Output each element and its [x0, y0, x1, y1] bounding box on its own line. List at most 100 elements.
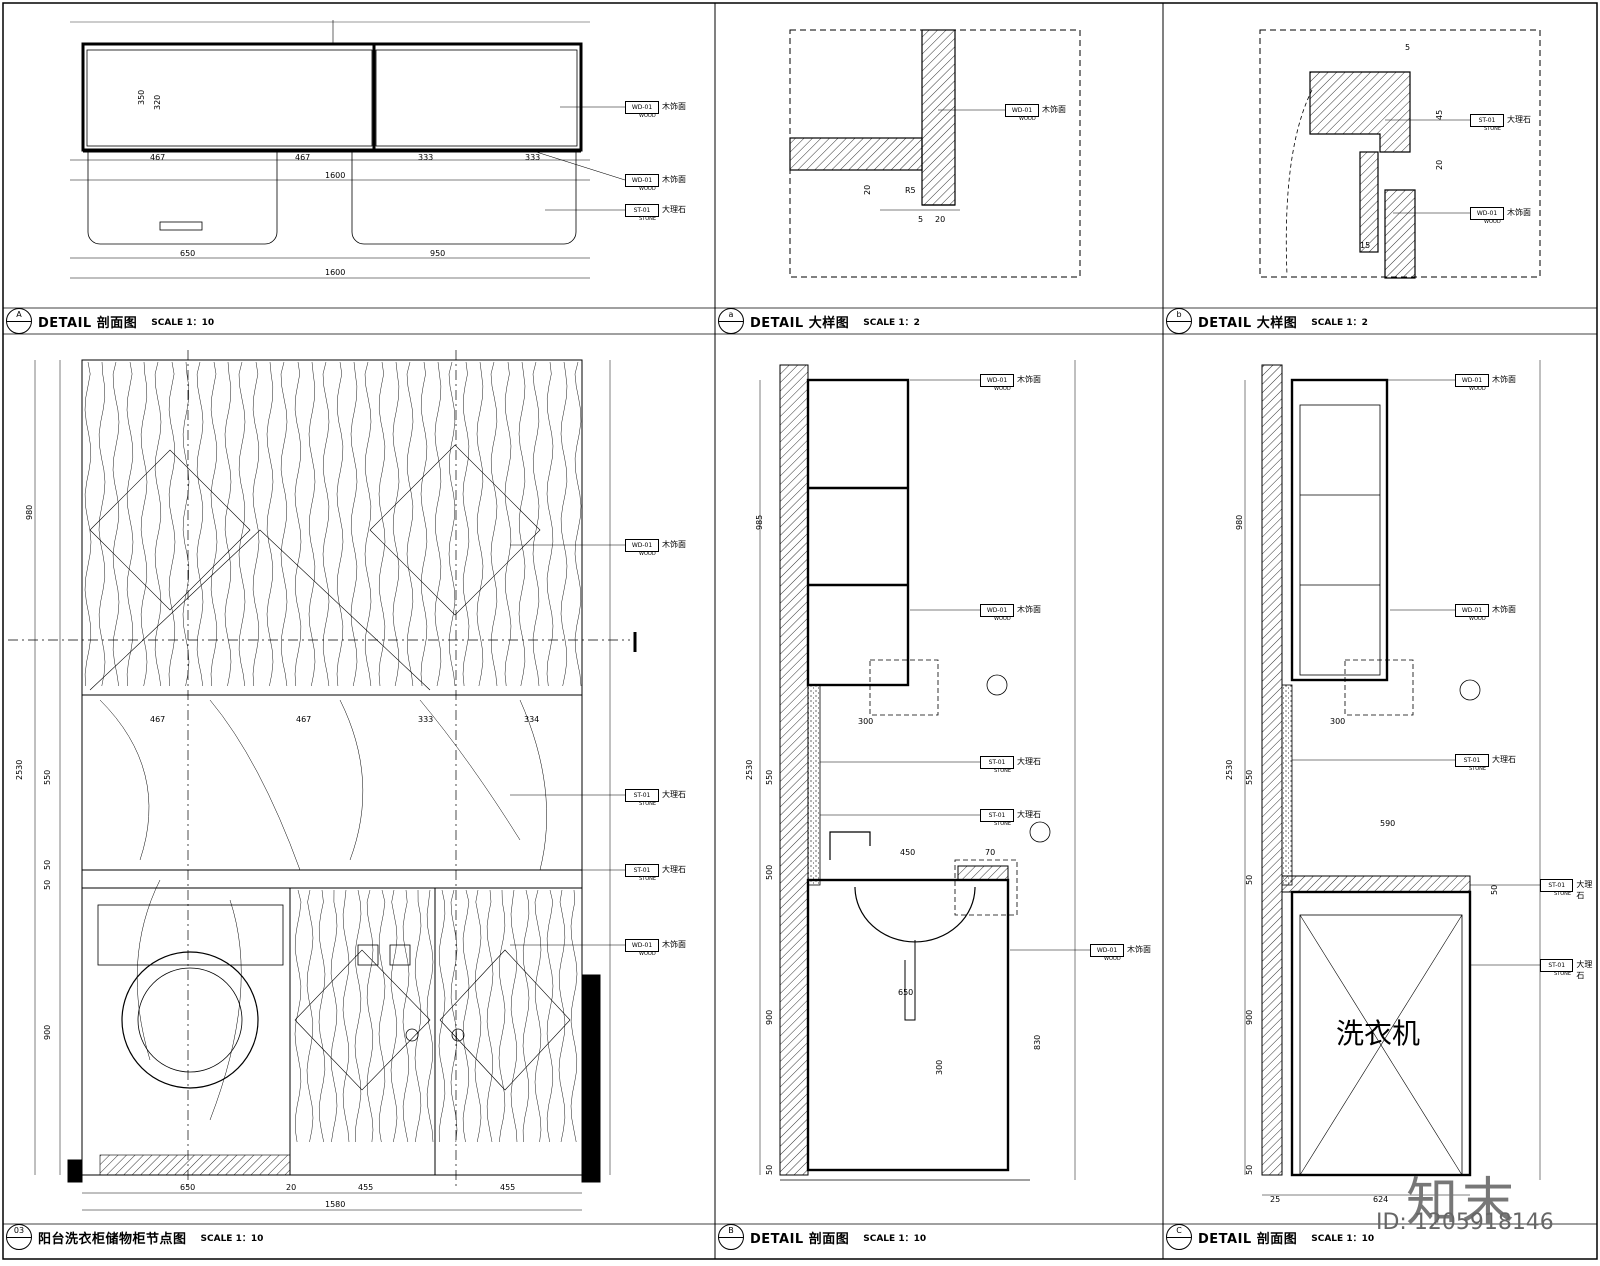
view-title-text: DETAIL 剖面图	[38, 315, 138, 331]
dim: R5	[905, 186, 916, 195]
dim: 450	[900, 848, 915, 857]
material-label: 大理石	[662, 865, 686, 874]
dim: 455	[358, 1183, 373, 1192]
material-label: 木饰面	[1127, 945, 1151, 954]
material-tag: WD-01	[1470, 207, 1504, 220]
view-title-text: DETAIL 剖面图	[750, 1231, 850, 1247]
material-label: 大理石	[1017, 757, 1041, 766]
material-tag: WD-01	[625, 939, 659, 952]
dim: 467	[296, 715, 311, 724]
dim: 1600	[325, 268, 345, 277]
dim: 900	[43, 1025, 52, 1040]
material-label: 木饰面	[662, 540, 686, 549]
dim: 980	[1235, 515, 1244, 530]
material-tag: WD-01	[1455, 374, 1489, 387]
material-sub: STONE	[639, 876, 657, 882]
material-tag: ST-01	[625, 864, 659, 877]
material-label: 木饰面	[1042, 105, 1066, 114]
dim: 980	[25, 505, 34, 520]
dim: 985	[755, 515, 764, 530]
view-marker: a	[718, 308, 744, 334]
material-sub: STONE	[1469, 766, 1487, 772]
view-title-text: 阳台洗衣柜储物柜节点图	[38, 1231, 187, 1247]
view-a3-detail	[1259, 29, 1541, 279]
material-tag: WD-01	[625, 101, 659, 114]
view-a2-detail	[789, 29, 1081, 278]
dim: 5	[1405, 43, 1410, 52]
view-marker: B	[718, 1224, 744, 1250]
dim: 650	[180, 1183, 195, 1192]
dim: 950	[430, 249, 445, 258]
view-b2-section	[759, 360, 1076, 1181]
dim: 50	[1245, 1165, 1254, 1175]
material-tag: WD-01	[1090, 944, 1124, 957]
material-sub: WOOD	[639, 951, 656, 957]
leader-lines	[510, 106, 1540, 966]
material-sub: STONE	[639, 801, 657, 807]
dim: 50	[1490, 885, 1499, 895]
material-tag: ST-01	[625, 204, 659, 217]
material-label: 大理石	[662, 205, 686, 214]
dim: 45	[1435, 110, 1444, 120]
dim: 1600	[325, 171, 345, 180]
dim: 50	[1245, 875, 1254, 885]
material-tag: ST-01	[625, 789, 659, 802]
material-sub: STONE	[639, 216, 657, 222]
material-sub: WOOD	[639, 551, 656, 557]
dim: 550	[43, 770, 52, 785]
view-title-b3: C DETAIL 剖面图 SCALE 1：10	[1166, 1224, 1374, 1250]
material-label: 大理石	[1492, 755, 1516, 764]
material-sub: STONE	[994, 821, 1012, 827]
material-label: 木饰面	[662, 940, 686, 949]
view-title-a2: a DETAIL 大样图 SCALE 1：2	[718, 308, 920, 334]
dim: 590	[1380, 819, 1395, 828]
material-tag: ST-01	[980, 809, 1014, 822]
material-sub: STONE	[1554, 891, 1572, 897]
material-sub: WOOD	[1484, 219, 1501, 225]
material-sub: STONE	[1484, 126, 1502, 132]
material-sub: WOOD	[994, 386, 1011, 392]
material-sub: WOOD	[639, 186, 656, 192]
dim: 20	[935, 215, 945, 224]
material-label: 木饰面	[662, 102, 686, 111]
material-label: 大理石	[1017, 810, 1041, 819]
dim: 467	[150, 153, 165, 162]
material-tag: ST-01	[1540, 959, 1574, 972]
dim: 333	[525, 153, 540, 162]
dim: 5	[918, 215, 923, 224]
material-tag: WD-01	[980, 374, 1014, 387]
dim: 300	[935, 1060, 944, 1075]
material-tag: ST-01	[1455, 754, 1489, 767]
material-label: 大理石	[1576, 960, 1593, 980]
dim: 300	[858, 717, 873, 726]
dim: 2530	[1225, 760, 1234, 780]
material-label: 木饰面	[662, 175, 686, 184]
view-b3-section	[1244, 360, 1541, 1196]
dim: 300	[1330, 717, 1345, 726]
dim: 830	[1033, 1035, 1042, 1050]
view-title-a3: b DETAIL 大样图 SCALE 1：2	[1166, 308, 1368, 334]
material-label: 木饰面	[1017, 375, 1041, 384]
material-label: 大理石	[662, 790, 686, 799]
view-marker: b	[1166, 308, 1192, 334]
watermark-id: ID: 1205918146	[1376, 1210, 1554, 1235]
dim: 467	[295, 153, 310, 162]
material-sub: STONE	[1554, 971, 1572, 977]
dim: 350	[137, 90, 146, 105]
